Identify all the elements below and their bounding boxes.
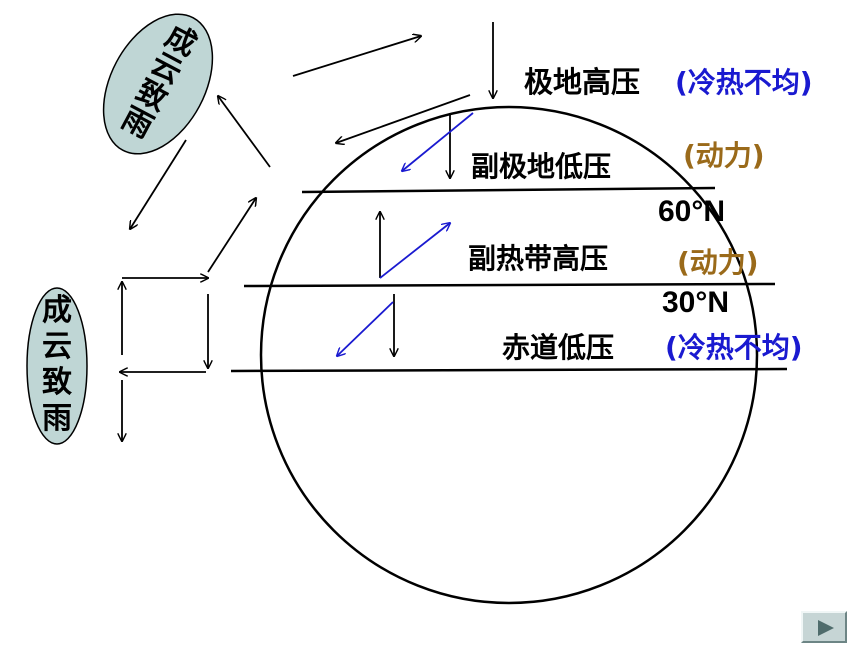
earth-circle: [259, 105, 759, 605]
play-triangle-icon: [818, 620, 834, 636]
wind-arrows: [337, 112, 474, 356]
upper-sinking-arrow: [130, 139, 187, 229]
trade-wind-arrow: [337, 301, 394, 356]
cloud-left-shape: [26, 287, 88, 445]
latitude-60-line: [301, 186, 716, 194]
upper-return-arrow: [336, 94, 471, 143]
cloud-left: 成 云 致 雨: [26, 287, 88, 445]
cloud-left-char-3: 致: [42, 365, 72, 400]
circulation-arrows: [120, 22, 493, 441]
cloud-left-char-1: 成: [42, 293, 72, 328]
latitude-30-line: [243, 282, 776, 288]
subtropical-high-label: 副热带高压: [468, 242, 608, 275]
latitude-60-label: 60°N: [658, 195, 725, 228]
cloud-top-shape: [102, 13, 214, 155]
rising-mid-arrow: [207, 198, 256, 273]
cloud-top: 成 云 致 雨: [102, 13, 214, 155]
latitude-30-label: 30°N: [662, 286, 729, 319]
cloud-left-char-4: 雨: [42, 401, 72, 436]
subtropical-high-cause: (动力): [677, 246, 759, 279]
polar-easterly-arrow: [402, 112, 474, 171]
equatorial-low-label: 赤道低压: [502, 331, 614, 364]
subpolar-low-label: 副极地低压: [471, 150, 611, 183]
subpolar-low-cause: (动力): [683, 139, 765, 172]
cloud-left-char-2: 云: [42, 329, 72, 364]
polar-high-cause: (冷热不均): [675, 66, 813, 99]
next-slide-button[interactable]: [801, 611, 847, 643]
westerly-arrow: [379, 223, 450, 279]
upper-poleward-arrow: [292, 36, 421, 77]
polar-high-label: 极地高压: [524, 65, 640, 99]
equatorial-low-cause: (冷热不均): [665, 331, 803, 364]
equator-line: [230, 367, 788, 373]
rising-60-arrow: [218, 96, 271, 168]
